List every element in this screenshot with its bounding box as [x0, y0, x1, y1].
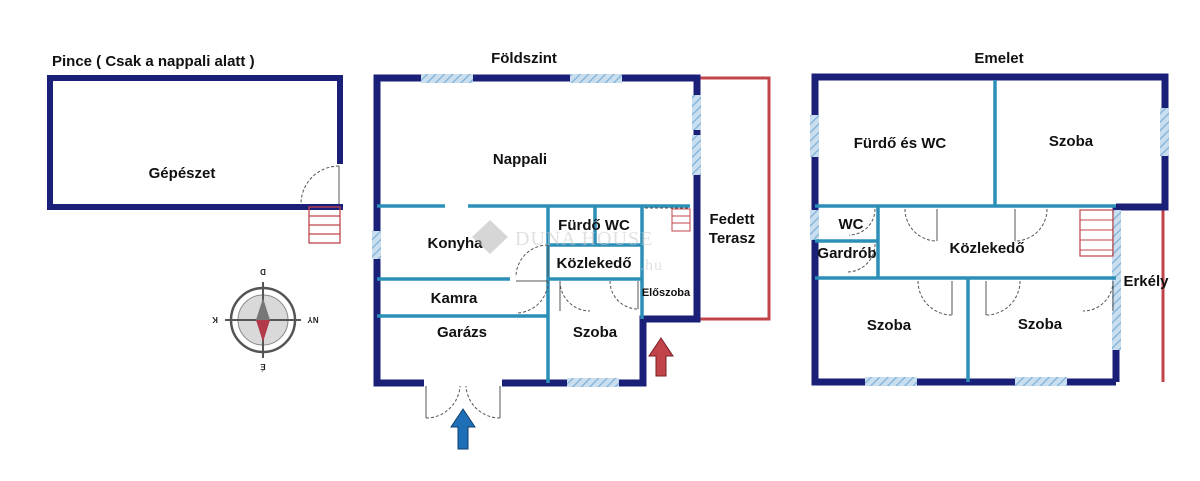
upper-windows: [810, 108, 1169, 386]
room-label-szoba-upper-3: Szoba: [1018, 316, 1063, 333]
window: [865, 377, 917, 386]
compass-icon: D É K NY: [212, 267, 319, 371]
room-label-wc: WC: [839, 216, 864, 233]
basement-plan: Pince ( Csak a nappali alatt ) Gépészet: [47, 53, 345, 244]
room-label-gepeszet: Gépészet: [149, 165, 216, 182]
room-label-furdo-wc: Fürdő WC: [558, 217, 630, 234]
window: [372, 231, 381, 259]
room-label-terasz: Terasz: [709, 230, 755, 247]
duna-house-watermark: DUNA HOUSE .hu: [472, 220, 663, 274]
room-label-erkely: Erkély: [1123, 273, 1169, 290]
watermark-domain: .hu: [640, 257, 663, 274]
window: [421, 74, 473, 83]
window: [1015, 377, 1067, 386]
window: [692, 135, 701, 175]
room-label-fedett: Fedett: [710, 211, 755, 228]
basement-outer-wall: [47, 75, 343, 210]
basement-stairs: [308, 206, 341, 244]
compass-east-label: K: [212, 315, 218, 324]
window: [692, 95, 701, 130]
compass-north-label: É: [260, 362, 266, 371]
room-label-kozlekedo-ground: Közlekedő: [556, 255, 631, 272]
compass-needle-south: [256, 320, 270, 342]
garage-door-gap: [424, 378, 502, 388]
room-label-szoba-upper-1: Szoba: [1049, 133, 1094, 150]
entrance-double-door: [425, 385, 501, 419]
window: [570, 74, 622, 83]
room-label-konyha: Konyha: [427, 235, 483, 252]
window: [1112, 210, 1121, 350]
ground-partitions: [377, 204, 690, 383]
basement-door-gap: [335, 164, 345, 204]
compass-west-label: NY: [307, 315, 319, 324]
room-label-gardrob: Gardrób: [817, 245, 876, 262]
watermark-brand: DUNA HOUSE: [515, 228, 653, 250]
covered-terrace-outline: [695, 76, 771, 321]
basement-door-swing: [300, 165, 340, 205]
room-label-nappali: Nappali: [493, 151, 547, 168]
window: [810, 115, 819, 157]
main-entrance-arrow-icon: [450, 408, 476, 450]
upper-partitions: [815, 80, 1116, 382]
room-label-kamra: Kamra: [431, 290, 478, 307]
room-label-furdo-es-wc: Fürdő és WC: [854, 135, 947, 152]
ground-floor-plan: Földszint: [372, 50, 771, 450]
compass-south-label: D: [260, 267, 266, 276]
room-label-szoba-upper-2: Szoba: [867, 317, 912, 334]
duna-house-logo-icon: [472, 220, 508, 254]
room-label-eloszoba: Előszoba: [642, 287, 691, 299]
ground-floor-title: Földszint: [491, 50, 557, 67]
compass-needle-north: [256, 298, 270, 320]
ground-doors: [515, 207, 691, 314]
upper-floor-plan: Emelet: [810, 50, 1169, 386]
window: [1160, 108, 1169, 156]
basement-title: Pince ( Csak a nappali alatt ): [52, 53, 255, 70]
room-label-kozlekedo-upper: Közlekedő: [949, 240, 1024, 257]
side-entrance-arrow-icon: [648, 337, 674, 377]
room-label-garazs: Garázs: [437, 324, 487, 341]
upper-floor-title: Emelet: [974, 50, 1023, 67]
upper-doors: [846, 208, 1114, 316]
window: [567, 378, 619, 387]
ground-windows: [372, 74, 701, 387]
room-label-szoba-ground: Szoba: [573, 324, 618, 341]
window: [810, 210, 819, 240]
